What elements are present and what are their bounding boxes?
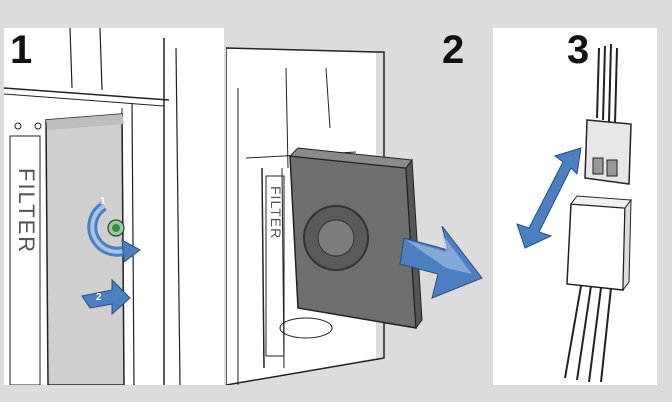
step-3-panel: 3 (493, 28, 657, 385)
step-2-illustration (226, 47, 483, 385)
arrow-2-label: 2 (96, 292, 102, 303)
step-number: 3 (567, 28, 590, 72)
step-1-illustration (4, 28, 181, 385)
step-number: 2 (442, 28, 465, 72)
step-number: 1 (10, 28, 33, 72)
arrow-1-label: 1 (100, 196, 106, 207)
step-3-illustration (516, 43, 632, 383)
filter-label: FILTER (14, 168, 39, 255)
step-2-panel: 2 FILTER (226, 28, 488, 385)
step-1-panel: 1 FILTER 1 2 (4, 28, 224, 385)
filter-label: FILTER (268, 186, 284, 240)
